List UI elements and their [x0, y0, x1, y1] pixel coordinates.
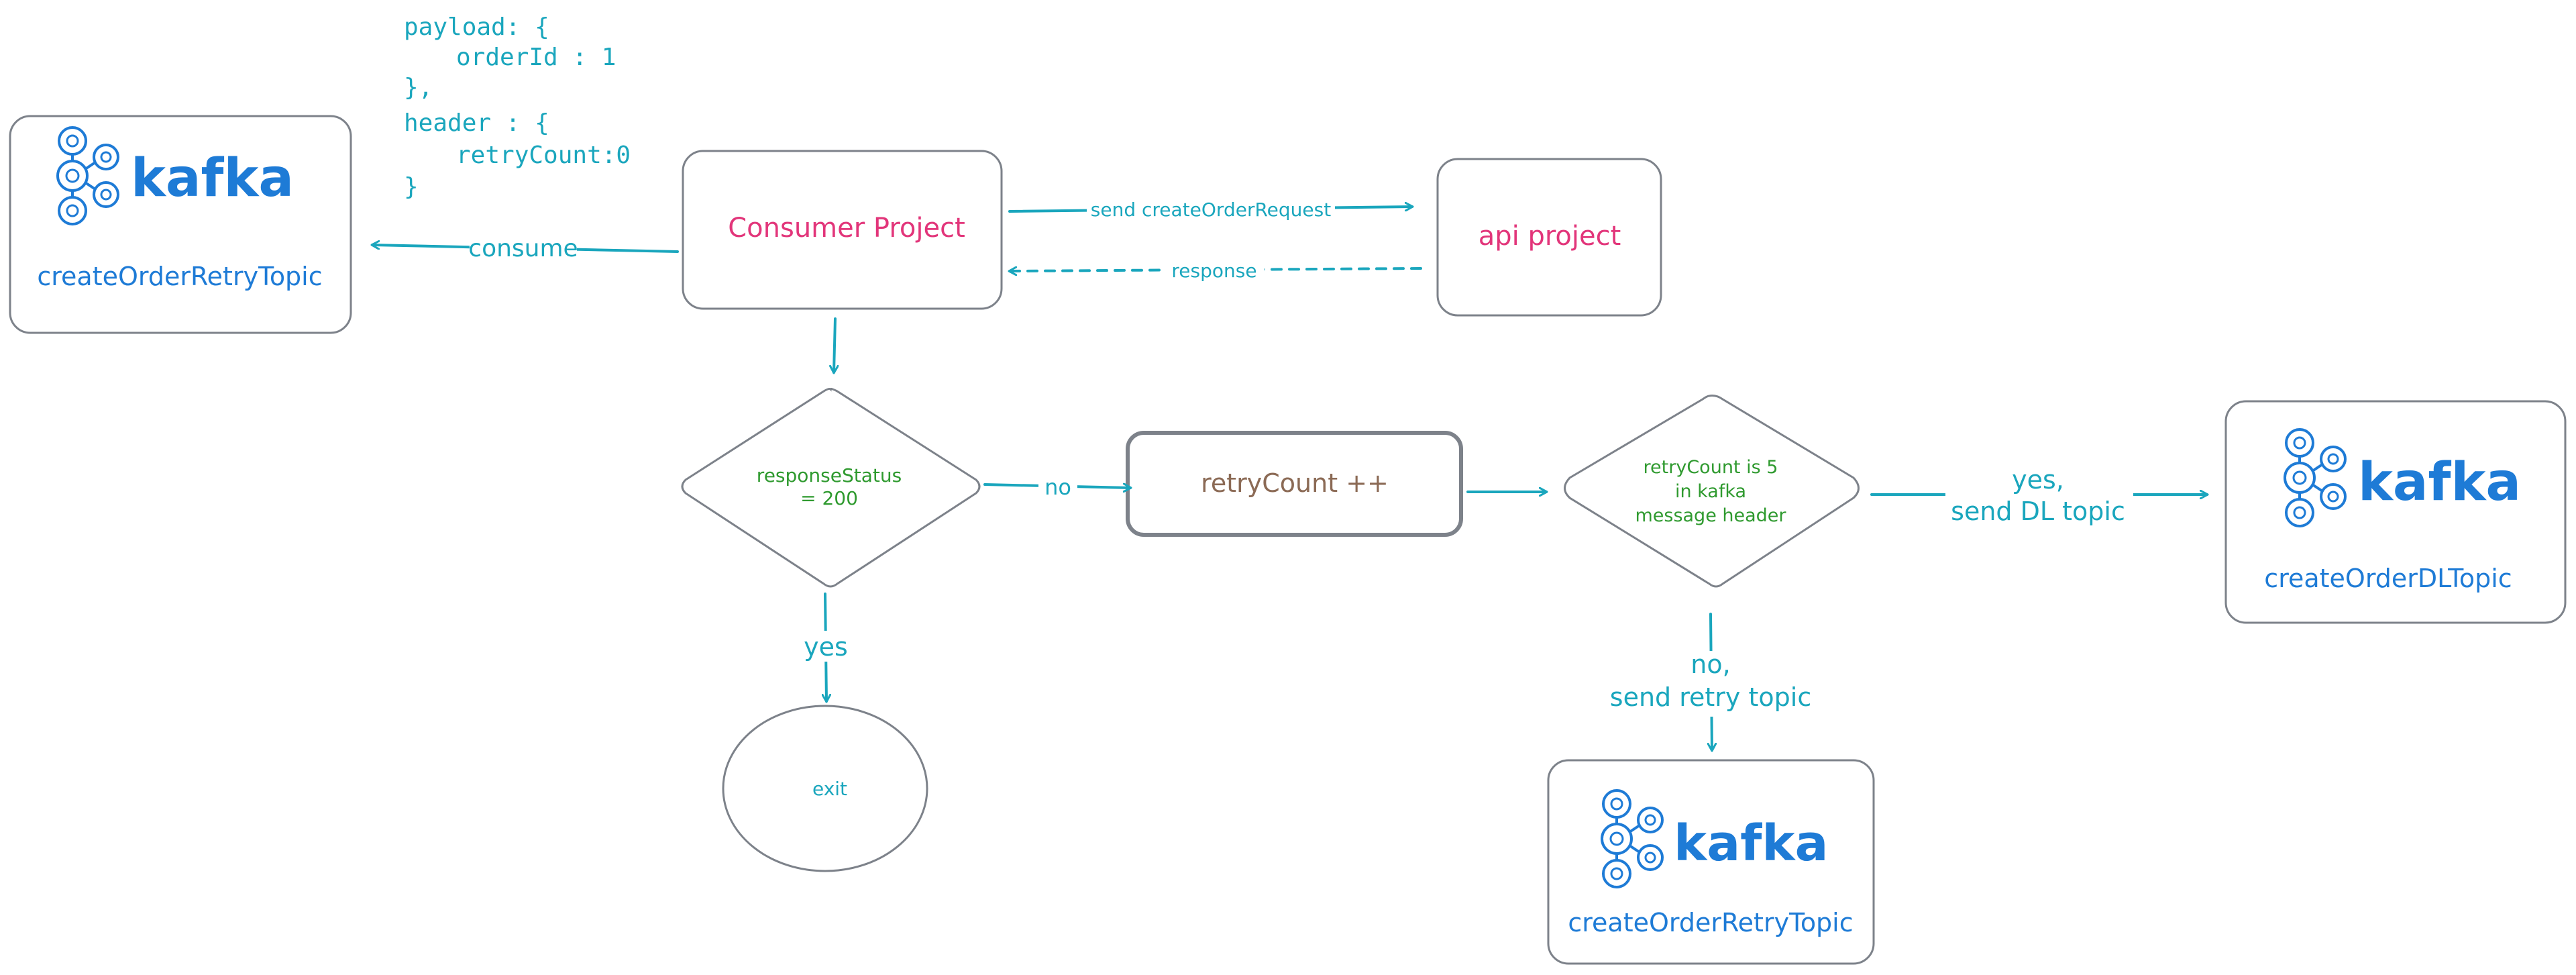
node-label: exit — [812, 778, 847, 800]
edge-labels: consume send createOrderRequest response… — [468, 199, 2133, 717]
edge-label-send-request: send createOrderRequest — [1091, 199, 1331, 221]
kafka-retry-topic-node[interactable]: kafka createOrderRetryTopic — [9, 115, 352, 334]
node-label: Consumer Project — [728, 213, 965, 244]
kafka-logo-text: kafka — [1674, 815, 1829, 872]
api-project-node[interactable]: api project — [1436, 158, 1662, 317]
kafka-logo-text: kafka — [131, 148, 294, 209]
kafka-logo-text: kafka — [2358, 452, 2521, 513]
edge-label-yes-dl: yes, — [2012, 465, 2064, 495]
edge-label-no-retry: no, — [1690, 650, 1730, 679]
edge-label-no: no — [1044, 474, 1071, 500]
kafka-dl-topic-node[interactable]: kafka createOrderDLTopic — [2224, 400, 2567, 624]
decision-line: = 200 — [800, 487, 858, 509]
edge-label-yes-dl: send DL topic — [1951, 497, 2125, 526]
consumer-project-node[interactable]: Consumer Project — [682, 150, 1003, 310]
exit-node[interactable]: exit — [722, 705, 928, 872]
payload-code-block: payload: { orderId : 1 }, header : { ret… — [404, 13, 631, 201]
code-line: retryCount:0 — [456, 142, 631, 169]
code-line: header : { — [404, 109, 549, 137]
node-label: api project — [1479, 221, 1621, 252]
node-label: retryCount ++ — [1201, 468, 1389, 498]
topic-name: createOrderDLTopic — [2264, 564, 2512, 593]
edge-response — [1010, 268, 1422, 271]
topic-name: createOrderRetryTopic — [1568, 908, 1853, 937]
kafka-retry-topic-node[interactable]: kafka createOrderRetryTopic — [1547, 759, 1875, 965]
topic-name: createOrderRetryTopic — [37, 262, 322, 291]
decision-line: responseStatus — [757, 464, 902, 486]
edge-label-no-retry: send retry topic — [1610, 682, 1811, 712]
edge-label-consume: consume — [468, 235, 578, 262]
code-line: } — [404, 173, 419, 201]
decision-line: retryCount is 5 — [1644, 457, 1778, 478]
retry-count-decision[interactable]: retryCount is 5 in kafka message header — [1564, 395, 1860, 588]
edge-label-response: response — [1171, 260, 1256, 282]
edge-consumer-to-decision — [834, 317, 835, 372]
code-line: orderId : 1 — [456, 44, 616, 71]
decision-line: in kafka — [1675, 481, 1746, 502]
response-status-decision[interactable]: responseStatus = 200 — [681, 387, 981, 588]
edge-label-yes: yes — [804, 632, 848, 662]
code-line: }, — [404, 74, 433, 101]
retry-count-increment-node[interactable]: retryCount ++ — [1126, 431, 1463, 537]
decision-line: message header — [1635, 505, 1786, 526]
code-line: payload: { — [404, 13, 549, 41]
